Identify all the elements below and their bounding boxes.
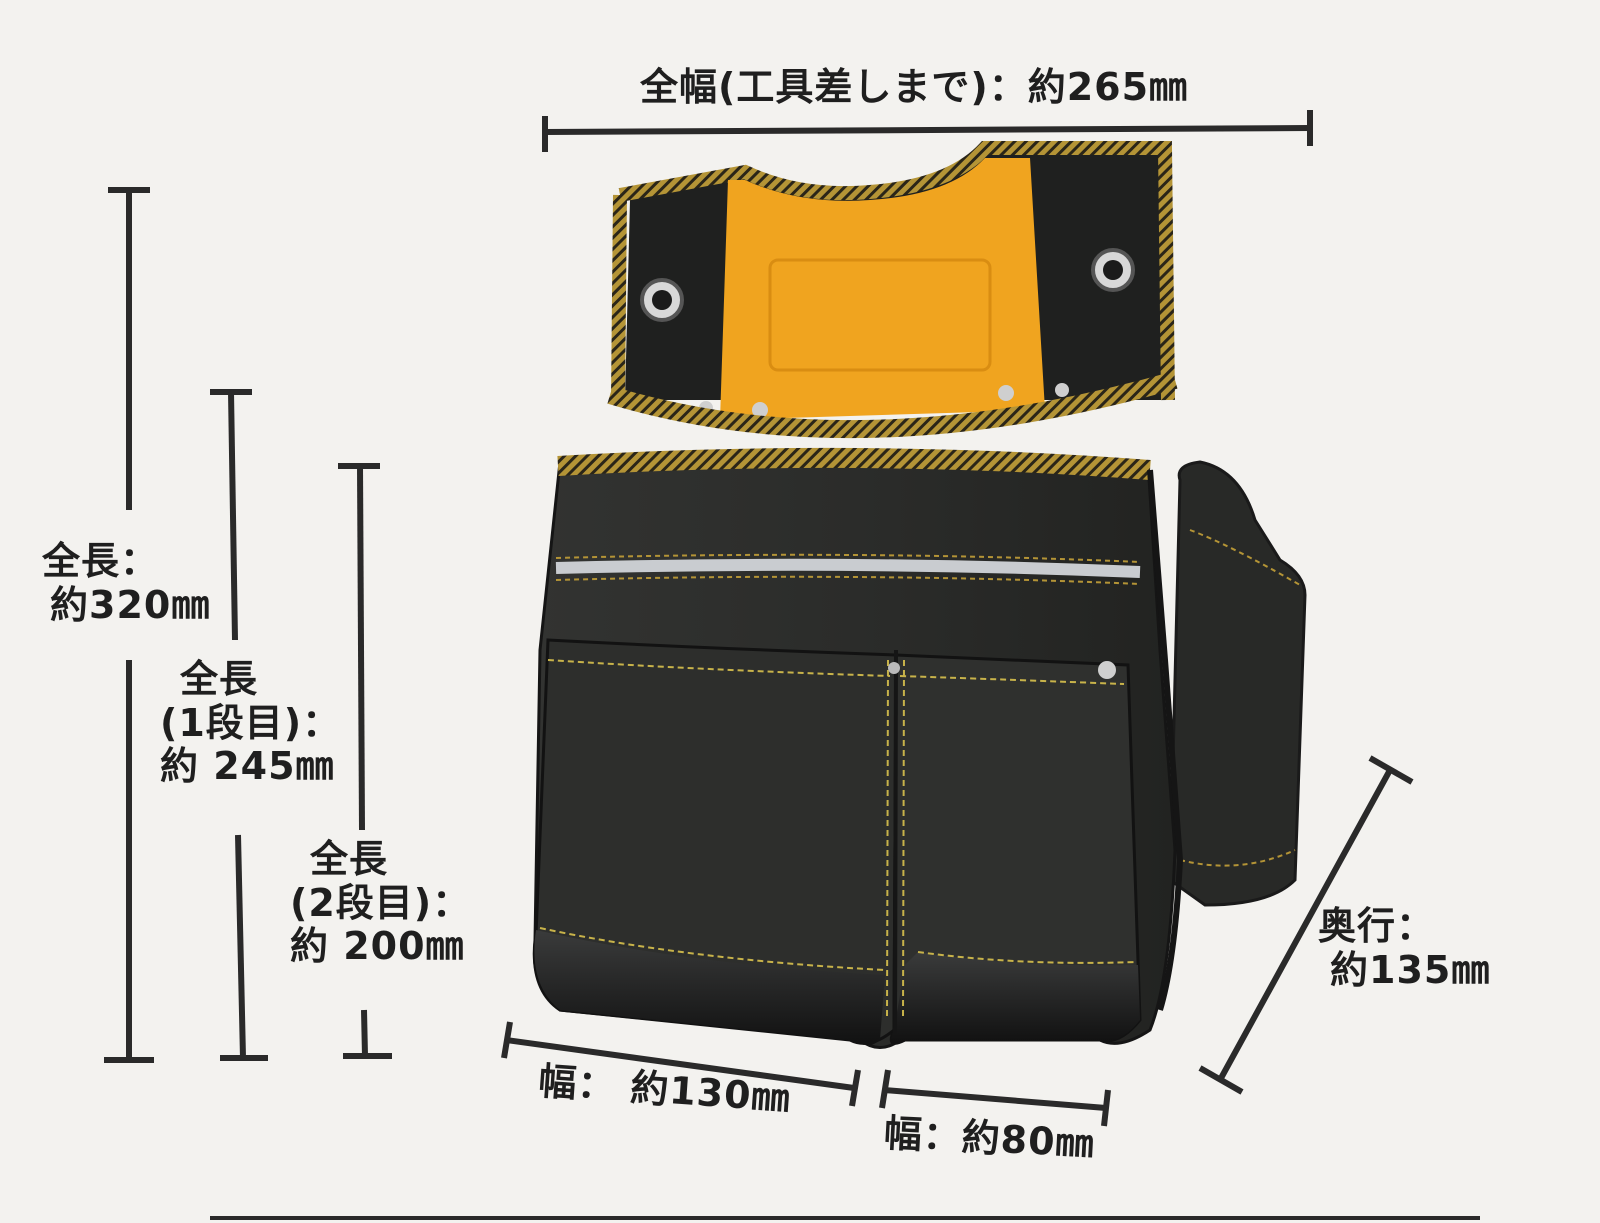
overall-length-dimension-line: [104, 187, 154, 1063]
overall-length-label: 全長： 約320㎜: [40, 539, 211, 627]
tier1-length-dimension-line: [210, 389, 268, 1061]
tier1-length-label-line2: (1段目)：: [160, 700, 342, 745]
tier1-length-label-line1: 全長: [180, 657, 259, 701]
tier2-length-label-line1: 全長: [310, 837, 389, 881]
overall-length-label-line1: 全長：: [42, 539, 160, 583]
tier2-length-label-line3: 約 200㎜: [290, 924, 465, 969]
reflective-stripe: [555, 558, 1141, 578]
tier2-length-label: 全長 (2段目)： 約 200㎜: [290, 837, 472, 969]
tier1-length-label: 全長 (1段目)： 約 245㎜: [160, 657, 342, 789]
tier2-length-label-line2: (2段目)：: [290, 880, 472, 925]
pocket-width-right-dimension-line: [879, 1069, 1111, 1127]
overall-width-label: 全幅(工具差しまで)：約265㎜: [640, 65, 1189, 109]
depth-label-line1: 奥行：: [1318, 904, 1436, 948]
tier2-length-dimension-line: [338, 463, 392, 1059]
tool-bag-image: [532, 141, 1307, 1049]
side-tool-holder: [1168, 460, 1307, 907]
pocket-width-left-dimension-line: [501, 1021, 861, 1107]
tier1-length-label-line3: 約 245㎜: [160, 744, 335, 789]
depth-label: 奥行： 約135㎜: [1318, 904, 1491, 992]
bottom-divider: [210, 1216, 1480, 1220]
width-dimension-line: [542, 110, 1313, 152]
orange-panel: [720, 158, 1045, 420]
overall-length-label-line2: 約320㎜: [50, 582, 211, 627]
depth-dimension-line: [1198, 755, 1414, 1095]
depth-label-line2: 約135㎜: [1330, 947, 1491, 992]
